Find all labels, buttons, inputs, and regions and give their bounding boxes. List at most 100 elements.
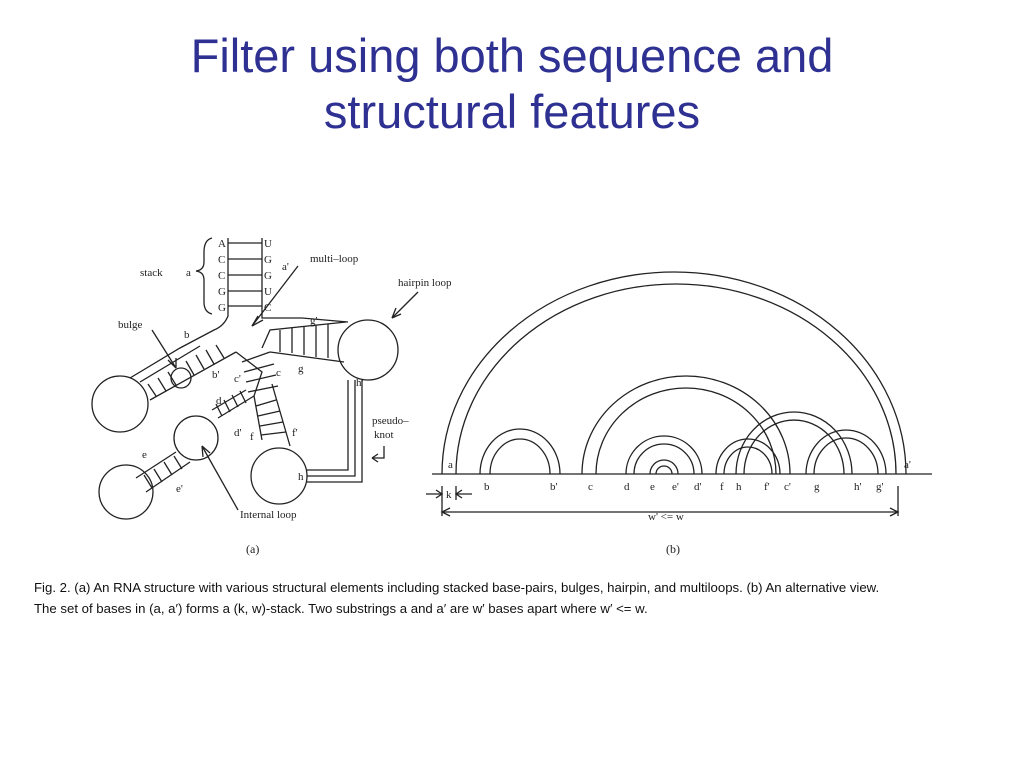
pseudoknot-label-line2: knot (374, 429, 394, 441)
arc-e-outer (649, 459, 679, 475)
baseline-label-d: d (624, 481, 630, 493)
helix-strand (149, 351, 237, 401)
figure-a-labels: stack a A C C G G U G G U C a' multi–loo… (118, 238, 452, 556)
width-arrow (440, 507, 900, 517)
helix-rung (257, 410, 281, 417)
arc-g-inner (813, 437, 879, 475)
pseudoknot-arrowhead (371, 453, 379, 463)
helix-rung (173, 455, 183, 470)
segment-label-g: g (298, 363, 304, 375)
pseudoknot-strand (307, 380, 363, 483)
figure-b-labels: a b b' c d e e' d' f h f' c' g h' g' a' … (446, 459, 911, 556)
helix-rung (147, 383, 157, 397)
segment-label-d-prime: d' (234, 427, 242, 439)
right-base-4: U (264, 286, 272, 298)
left-base-4: G (218, 286, 226, 298)
segment-label-e-prime: e' (176, 483, 183, 495)
arc-a-inner (455, 283, 897, 475)
arc-d-inner (633, 443, 695, 475)
helix-rung (167, 371, 177, 386)
helix-rung (223, 399, 231, 413)
left-base-2: C (218, 254, 225, 266)
bulge-label: bulge (118, 319, 143, 331)
stack-label: stack (140, 267, 163, 279)
arc-c-inner (595, 387, 777, 475)
helix-rung (260, 431, 287, 436)
helix-strand (269, 351, 345, 363)
left-base-1: A (218, 238, 226, 250)
backbone-strand (261, 238, 349, 323)
slide-title: Filter using both sequence and structura… (0, 28, 1024, 140)
helix-rung (231, 394, 239, 408)
arc-e-inner (655, 465, 673, 475)
multiloop-arrowhead (251, 315, 264, 327)
baseline-label-e: e (650, 481, 655, 493)
helix-rung (163, 461, 173, 476)
segment-label-d: d (216, 395, 222, 407)
helix-rung (215, 403, 223, 417)
baseline-label-b: b (484, 481, 490, 493)
segment-label-h-prime: h' (356, 377, 364, 389)
width-label: w' <= w (648, 511, 684, 523)
backbone-strand (129, 238, 229, 379)
helix-strand (261, 321, 347, 349)
bulge-arrowhead (167, 358, 177, 369)
pseudoknot-strand (307, 380, 356, 477)
internal-loop-pointer (201, 445, 239, 511)
pseudoknot-label-line1: pseudo– (372, 415, 409, 427)
baseline-label-d-prime: d' (694, 481, 702, 493)
hairpin-pointer (391, 291, 419, 319)
caption-line-2: The set of bases in (a, a′) forms a (k, … (34, 601, 648, 616)
pseudoknot-pointer (372, 446, 385, 459)
baseline-label-b-prime: b' (550, 481, 558, 493)
baseline-label-a: a (448, 459, 453, 471)
right-base-1: U (264, 238, 272, 250)
helix-rung (157, 377, 167, 392)
panel-label-a: (a) (246, 542, 259, 556)
stack-strand-label: a (186, 267, 191, 279)
multiloop-pointer (251, 265, 299, 327)
baseline-label-h-prime: h' (854, 481, 862, 493)
internal-loop (173, 415, 219, 461)
left-base-3: C (218, 270, 225, 282)
helix-rung (259, 421, 284, 427)
figure-caption: Fig. 2. (a) An RNA structure with variou… (34, 577, 994, 619)
helix-strand (241, 351, 271, 363)
segment-label-c: c (276, 367, 281, 379)
helix-strand (243, 363, 275, 373)
arc-b-outer (479, 428, 561, 475)
baseline-label-c-prime: c' (784, 481, 791, 493)
hairpin-loop-e (98, 464, 154, 520)
helix-rung (255, 399, 277, 407)
helix-strand (145, 461, 191, 493)
arc-h-outer (735, 411, 853, 475)
arc-g-outer (805, 429, 887, 475)
arc-c-outer (581, 375, 791, 475)
segment-label-f: f (250, 431, 254, 443)
arc-h-inner (743, 419, 845, 475)
baseline-label-a-prime: a' (904, 459, 911, 471)
baseline-label-c: c (588, 481, 593, 493)
helix-rung (215, 344, 225, 359)
stack-brace (195, 237, 213, 315)
segment-label-b: b (184, 329, 190, 341)
hairpin-arrowhead (391, 307, 402, 319)
right-base-3: G (264, 270, 272, 282)
segment-label-f-prime: f' (292, 427, 298, 439)
panel-label-b: (b) (666, 542, 680, 556)
figure-a-drawing (91, 237, 419, 520)
helix-strand (271, 383, 291, 447)
internal-loop-label: Internal loop (240, 509, 297, 521)
helix-strand (245, 374, 277, 383)
figure-b-drawing (426, 271, 932, 517)
left-base-5: G (218, 302, 226, 314)
baseline-label-f-prime: f' (764, 481, 770, 493)
arc-d-outer (625, 435, 703, 475)
segment-label-c-prime: c' (234, 373, 241, 385)
hairpin-loop-g (337, 319, 399, 381)
helix-strand (253, 395, 263, 441)
helix-rung (195, 354, 205, 370)
segment-label-h: h (298, 471, 304, 483)
helix-strand (135, 451, 177, 479)
